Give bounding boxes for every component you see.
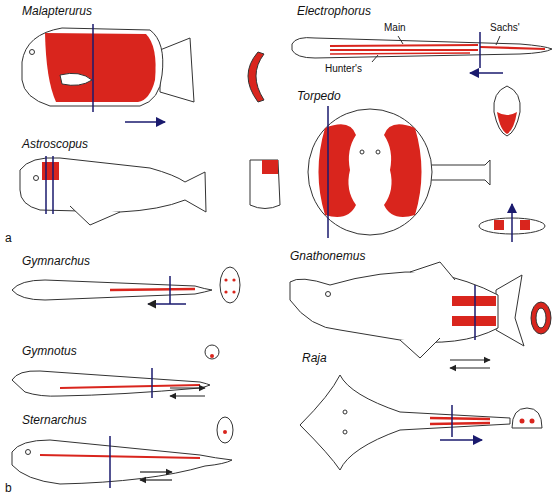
panel-letter: b xyxy=(5,482,12,495)
genus-name: Astroscopus xyxy=(22,138,88,151)
genus-name: Raja xyxy=(302,352,327,365)
genus-name: Malapterurus xyxy=(22,5,92,18)
organ-name: Main xyxy=(384,22,406,33)
panel-letter: a xyxy=(5,232,12,245)
organ-name: Sachs' xyxy=(490,22,520,33)
genus-name: Sternarchus xyxy=(22,414,87,427)
genus-name: Gnathonemus xyxy=(290,250,365,263)
genus-name: Gymnarchus xyxy=(22,255,90,268)
genus-name: Electrophorus xyxy=(297,5,371,18)
organ-name: Hunter's xyxy=(325,63,362,74)
genus-name: Torpedo xyxy=(297,90,341,103)
genus-name: Gymnotus xyxy=(22,345,77,358)
